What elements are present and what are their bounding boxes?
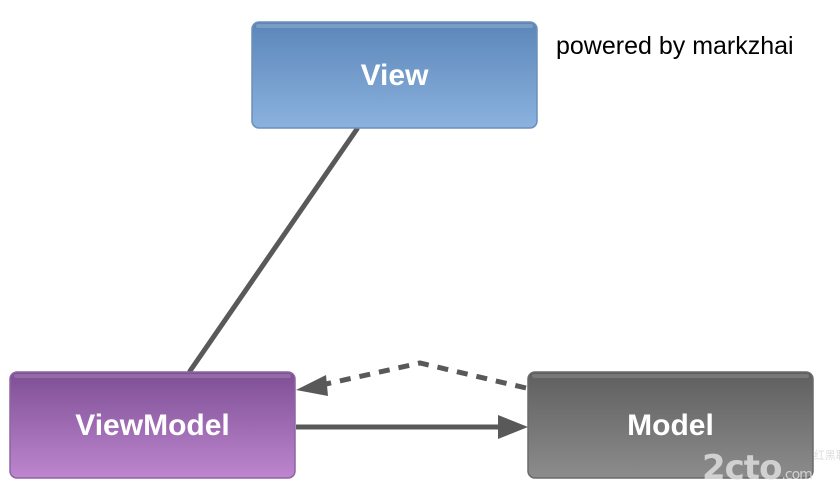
view-label: View [361, 59, 429, 92]
watermark-sub: 红黑联盟 [813, 449, 840, 462]
site-watermark: 2cto.com红黑联盟 [702, 448, 840, 488]
model-to-viewmodel-dashed-arrow [296, 360, 527, 396]
model-label: Model [627, 409, 714, 442]
model-box[interactable]: Model [527, 371, 814, 479]
powered-by-caption: powered by markzhai [556, 32, 794, 60]
watermark-suffix: .com [781, 467, 812, 483]
viewmodel-box[interactable]: ViewModel [9, 371, 296, 479]
view-box[interactable]: View [251, 21, 538, 129]
viewmodel-to-model-arrow [296, 415, 528, 439]
watermark-brand: 2cto [702, 448, 782, 488]
viewmodel-label: ViewModel [75, 409, 229, 442]
view-viewmodel-connector [187, 126, 360, 374]
